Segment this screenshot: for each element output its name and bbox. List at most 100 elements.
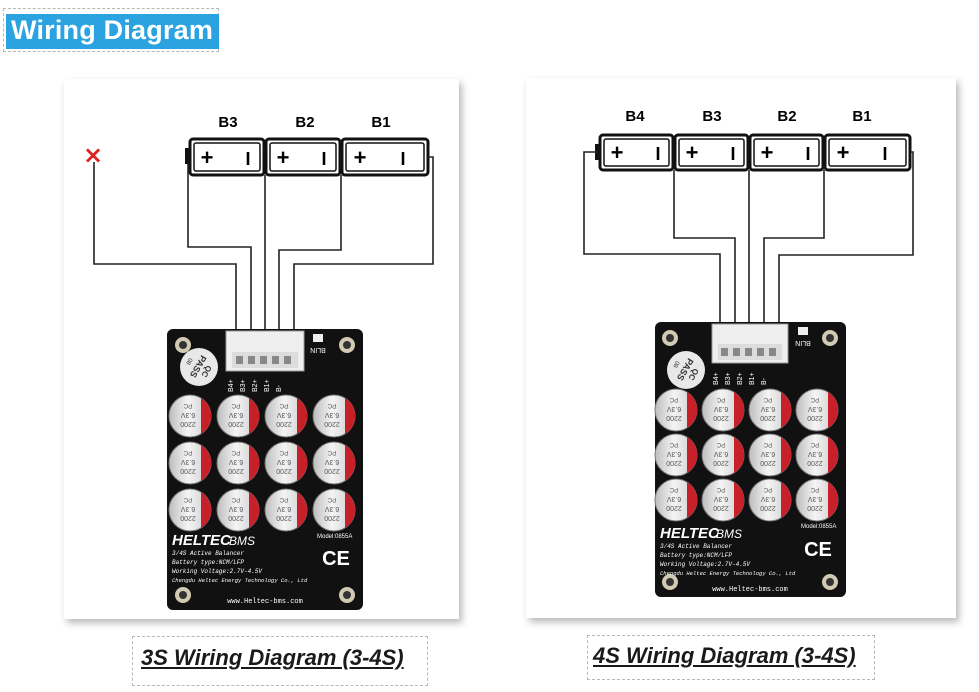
brand-logo: HELTEC — [172, 532, 232, 549]
pin-label: B2+ — [252, 379, 259, 392]
capacitor-label: PC — [327, 496, 336, 502]
model-number: Model:0855A — [801, 524, 836, 530]
capacitor-label: 2200 — [807, 414, 823, 421]
capacitor: PC 6.3V 2200 — [312, 488, 356, 532]
balancer-board: BLIN B4+ B3+ B2+ B1+ B- QC PASS 08 PC6.3… — [167, 329, 363, 610]
capacitor-label: PC — [279, 402, 288, 408]
capacitor-label: PC — [810, 441, 819, 447]
caption-3s: 3S Wiring Diagram (3-4S) — [141, 645, 404, 670]
capacitor-label: 2200 — [276, 467, 292, 474]
balancer-board: BLIN B4+ B3+ B2+ B1+ B- QC PASS 08 PC6.3… — [654, 322, 846, 597]
battery-label: B3 — [218, 114, 237, 131]
capacitor: PC 6.3V 2200 — [748, 388, 792, 432]
capacitor-label: PC — [716, 441, 725, 447]
battery-plus: + — [837, 140, 850, 165]
battery-cell: + I — [748, 133, 825, 172]
capacitor-label: PC — [763, 486, 772, 492]
ce-mark: CE — [322, 548, 350, 570]
connector-label: BLIN — [795, 339, 811, 346]
capacitor-label: 2200 — [807, 459, 823, 466]
brand-suffix: BMS — [229, 534, 255, 548]
capacitor-label: 6.3V — [324, 411, 339, 418]
capacitor-label: 2200 — [180, 467, 196, 474]
battery-plus: + — [354, 145, 367, 170]
battery-label: B1 — [371, 114, 390, 131]
capacitor: PC 6.3V 2200 — [216, 441, 260, 485]
capacitor-label: 6.3V — [666, 495, 681, 502]
website-text: www.Heltec-bms.com — [712, 586, 788, 594]
capacitor-label: 2200 — [760, 504, 776, 511]
capacitor-label: 2200 — [666, 504, 682, 511]
capacitor-label: PC — [716, 396, 725, 402]
capacitor-label: PC — [231, 402, 240, 408]
capacitor-label: PC — [183, 402, 192, 408]
caption-frame — [587, 635, 875, 680]
capacitor-label: 6.3V — [760, 495, 775, 502]
battery-minus: I — [321, 149, 326, 169]
capacitor-grid: PC6.3V2200PC6.3V2200PC6.3V2200PC6.3V2200… — [168, 394, 356, 532]
capacitor-label: 2200 — [713, 459, 729, 466]
battery-cell: + I — [595, 133, 675, 172]
spec-line: Battery type:NCM/LFP — [660, 552, 732, 559]
pin-label: B3+ — [240, 379, 247, 392]
capacitor-label: PC — [231, 496, 240, 502]
capacitor-label: 2200 — [324, 514, 340, 521]
capacitor-label: 6.3V — [807, 495, 822, 502]
capacitor-label: PC — [669, 396, 678, 402]
capacitor-label: 2200 — [713, 504, 729, 511]
battery-minus: I — [730, 144, 735, 164]
capacitor-label: 6.3V — [228, 505, 243, 512]
capacitor-label: PC — [669, 486, 678, 492]
pin-label: B- — [276, 384, 283, 392]
caption-frame — [132, 636, 428, 686]
capacitor-label: 6.3V — [180, 505, 195, 512]
capacitor-label: PC — [763, 396, 772, 402]
capacitor: PC 6.3V 2200 — [312, 394, 356, 438]
battery-minus: I — [245, 149, 250, 169]
capacitor-label: PC — [810, 396, 819, 402]
capacitor-label: PC — [327, 402, 336, 408]
model-number: Model:0855A — [317, 534, 352, 540]
capacitor-label: 6.3V — [713, 405, 728, 412]
balance-wires — [93, 156, 434, 333]
capacitor-label: PC — [327, 449, 336, 455]
capacitor-label: 6.3V — [228, 458, 243, 465]
qc-sticker-line: 08 — [184, 357, 193, 366]
capacitor-label: 2200 — [228, 420, 244, 427]
battery-plus: + — [761, 140, 774, 165]
battery-cell: + I — [185, 137, 266, 177]
capacitor-label: 2200 — [324, 420, 340, 427]
capacitor-label: 6.3V — [324, 458, 339, 465]
capacitor: PC 6.3V 2200 — [654, 478, 698, 522]
spec-line: Chengdu Heltec Energy Technology Co., Lt… — [172, 577, 308, 584]
capacitor-label: 2200 — [760, 414, 776, 421]
pin-label: B2+ — [737, 372, 744, 385]
battery-minus: I — [400, 149, 405, 169]
capacitor-label: PC — [183, 449, 192, 455]
capacitor-label: 6.3V — [324, 505, 339, 512]
capacitor-label: 6.3V — [276, 411, 291, 418]
capacitor-grid: PC6.3V2200PC6.3V2200PC6.3V2200PC6.3V2200… — [654, 388, 839, 522]
capacitor-label: 2200 — [228, 467, 244, 474]
spec-line: Chengdu Heltec Energy Technology Co., Lt… — [660, 570, 796, 577]
capacitor-label: PC — [669, 441, 678, 447]
capacitor-label: 2200 — [180, 420, 196, 427]
capacitor-label: 6.3V — [760, 405, 775, 412]
ce-mark: CE — [804, 539, 832, 561]
battery-cell: + I — [340, 137, 430, 177]
brand-suffix: BMS — [716, 527, 742, 541]
capacitor-label: 2200 — [276, 514, 292, 521]
caption-4s: 4S Wiring Diagram (3-4S) — [593, 643, 856, 668]
disconnected-x-icon: × — [83, 141, 103, 169]
capacitor-label: PC — [231, 449, 240, 455]
pin-label: B4+ — [228, 379, 235, 392]
